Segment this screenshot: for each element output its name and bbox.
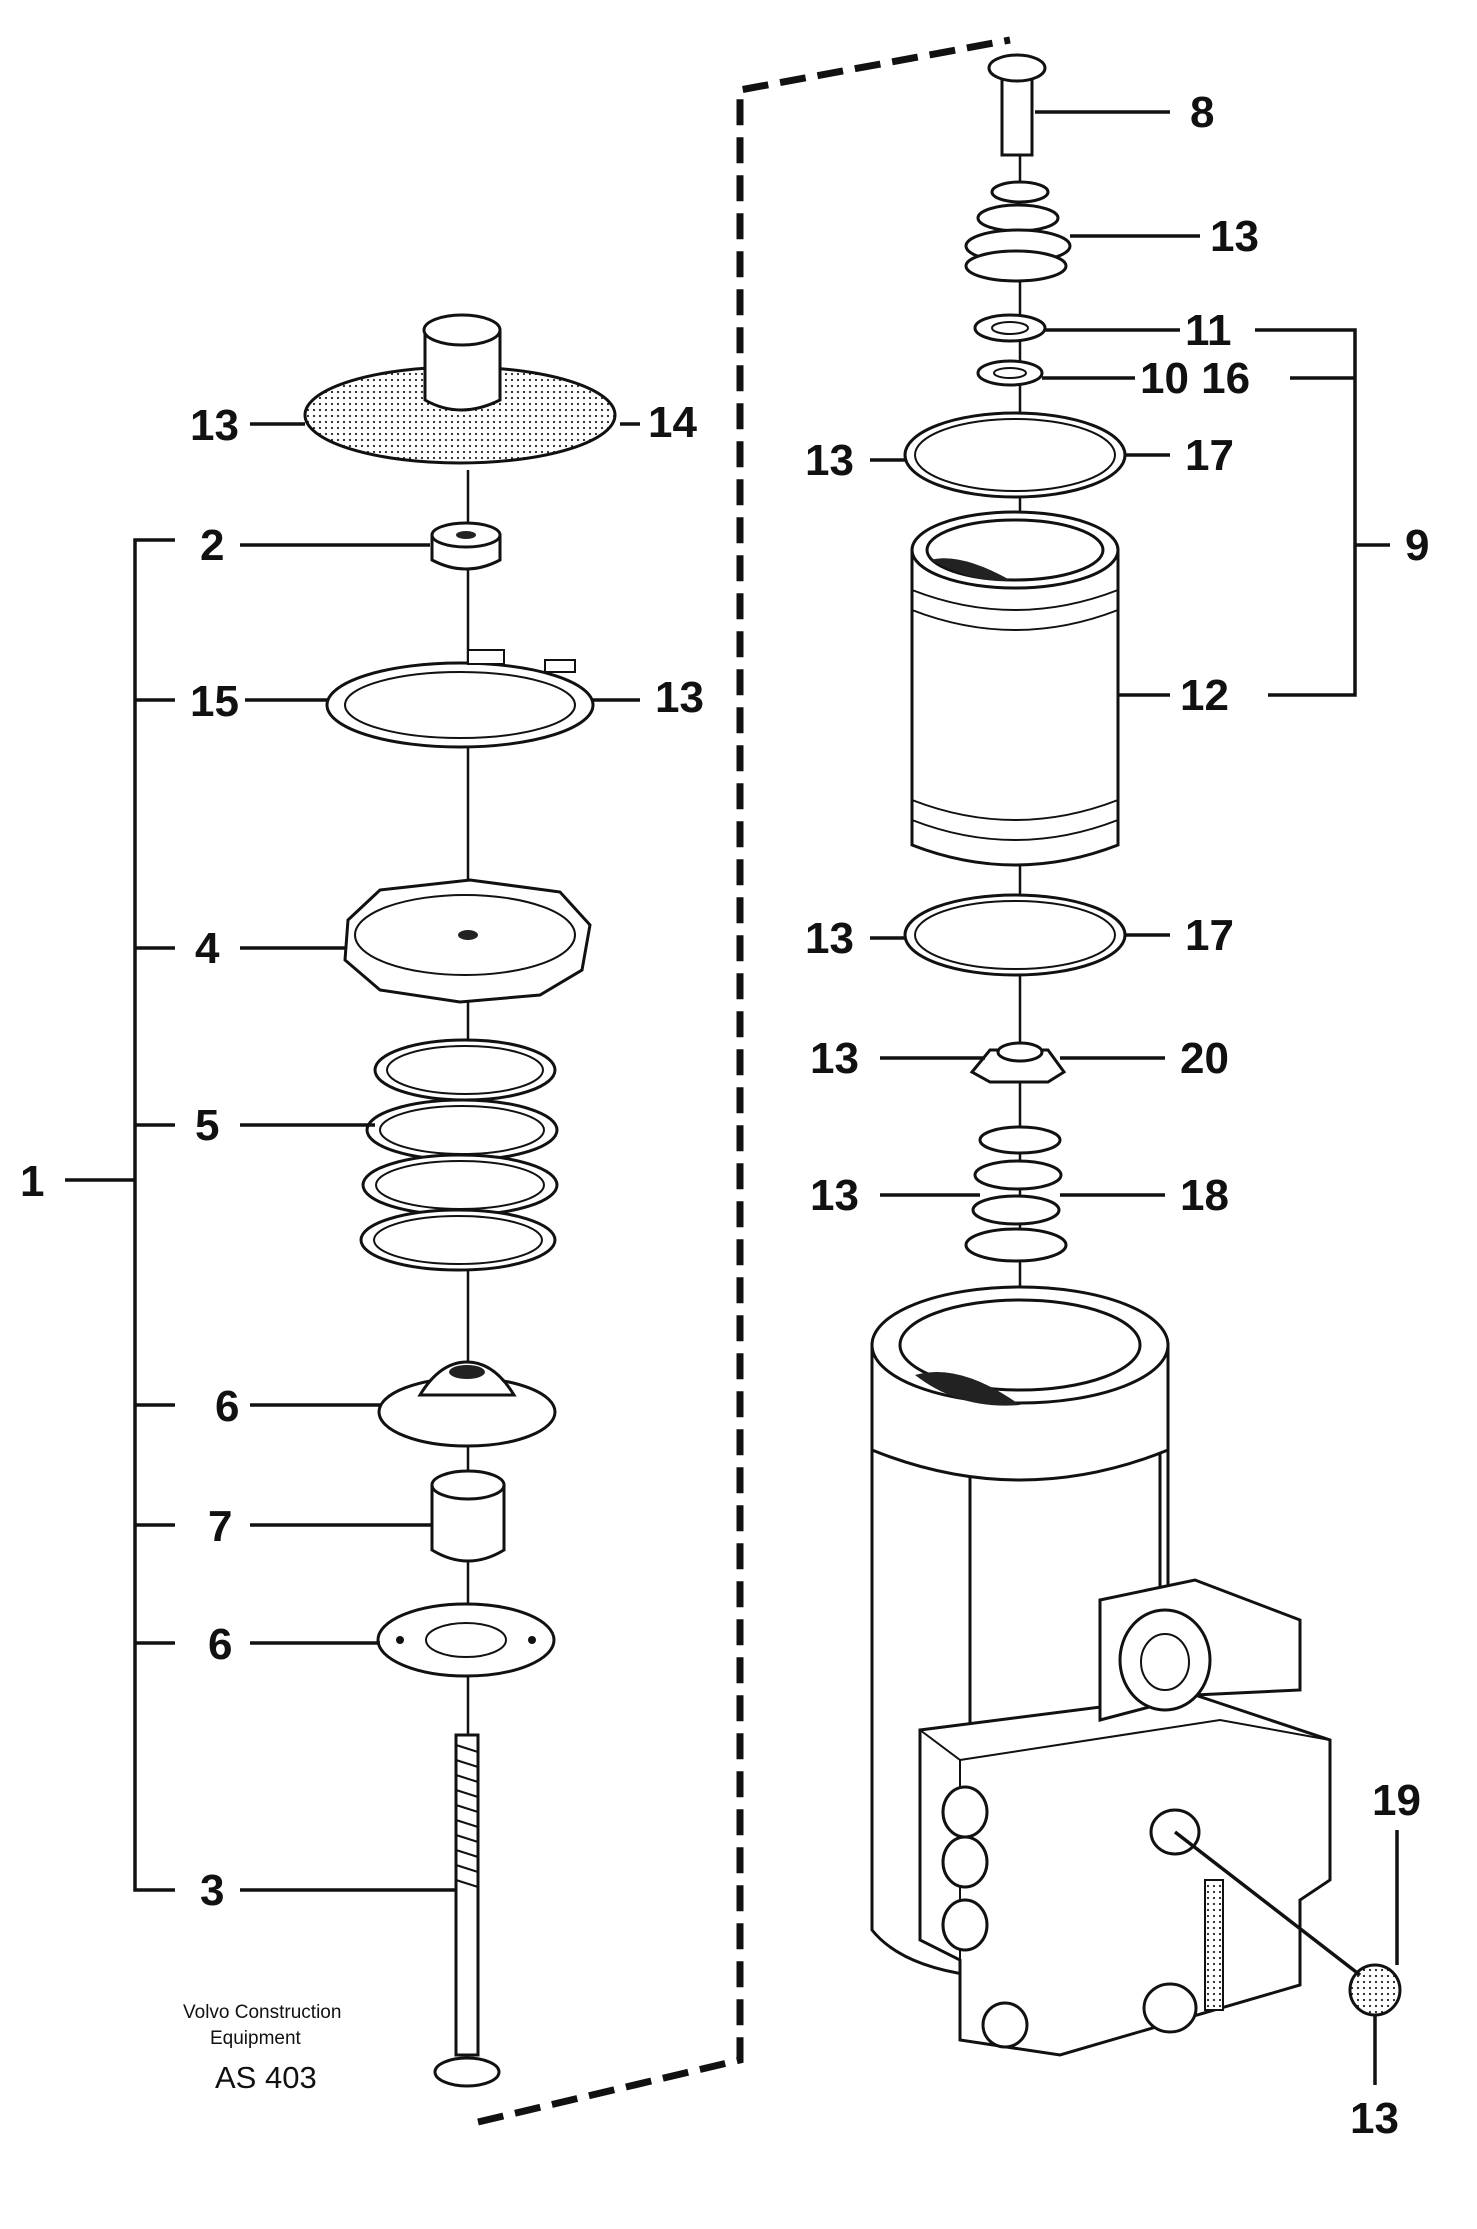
label-13-ring: 13 [655, 673, 704, 722]
part-17-lower-oring [903, 893, 1127, 977]
label-13-ring17a: 13 [805, 436, 854, 485]
label-20: 20 [1180, 1034, 1229, 1083]
label-13-spring: 13 [1210, 212, 1259, 261]
label-14: 14 [648, 398, 697, 447]
part-12-cylinder [910, 510, 1120, 867]
label-10-16: 10 16 [1140, 354, 1250, 403]
label-12: 12 [1180, 671, 1229, 720]
left-assembly: 1 2 13 14 15 13 4 5 6 7 6 3 Volvo Constr… [20, 313, 704, 2095]
part-7-bushing [430, 1469, 506, 1563]
part-18-spring [964, 1125, 1068, 1263]
part-8-pin [987, 53, 1047, 157]
valve-housing [870, 1285, 1332, 2057]
label-6-upper: 6 [215, 1382, 239, 1431]
part-14-cap [303, 313, 617, 465]
label-18: 18 [1180, 1171, 1229, 1220]
label-13-plate20: 13 [810, 1034, 859, 1083]
label-13-ball: 13 [1350, 2094, 1399, 2143]
part-19-ball [1173, 1830, 1402, 2017]
part-17-upper-oring [903, 411, 1127, 499]
part-20-valve-plate [969, 1041, 1067, 1084]
part-4-plate [343, 878, 592, 1004]
label-5: 5 [195, 1101, 219, 1150]
label-17-upper: 17 [1185, 431, 1234, 480]
item-9-bracket [1255, 328, 1390, 697]
caption-line-1: Volvo Construction [183, 2002, 341, 2023]
part-6-upper-cup [377, 1360, 557, 1448]
part-11-washer [973, 313, 1047, 343]
label-11: 11 [1185, 306, 1232, 355]
label-1: 1 [20, 1157, 44, 1206]
label-6-lower: 6 [208, 1620, 232, 1669]
label-13-ring17b: 13 [805, 914, 854, 963]
label-15: 15 [190, 677, 239, 726]
label-7: 7 [208, 1502, 232, 1551]
part-15-snap-ring [325, 649, 595, 749]
label-4: 4 [195, 924, 220, 973]
right-assembly: 8 13 11 10 16 9 13 17 12 13 17 13 20 13 … [805, 53, 1429, 2143]
part-6-lower-cup [376, 1602, 556, 1678]
label-9: 9 [1405, 521, 1429, 570]
label-2: 2 [200, 521, 224, 570]
label-3: 3 [200, 1866, 224, 1915]
caption-line-2: Equipment [210, 2028, 302, 2049]
caption-code: AS 403 [215, 2060, 317, 2095]
item-1-bracket [133, 538, 175, 1892]
part-13-small-spring [964, 180, 1072, 283]
label-19: 19 [1372, 1776, 1421, 1825]
part-10-washer [976, 359, 1044, 387]
part-2-nut [430, 521, 502, 571]
label-13-cap: 13 [190, 401, 239, 450]
part-5-spring [359, 1038, 559, 1272]
label-17-lower: 17 [1185, 911, 1234, 960]
dashed-connector-line [477, 36, 1011, 2126]
label-13-spring18: 13 [810, 1171, 859, 1220]
label-8: 8 [1190, 88, 1214, 137]
part-3-bolt [433, 1733, 501, 2088]
